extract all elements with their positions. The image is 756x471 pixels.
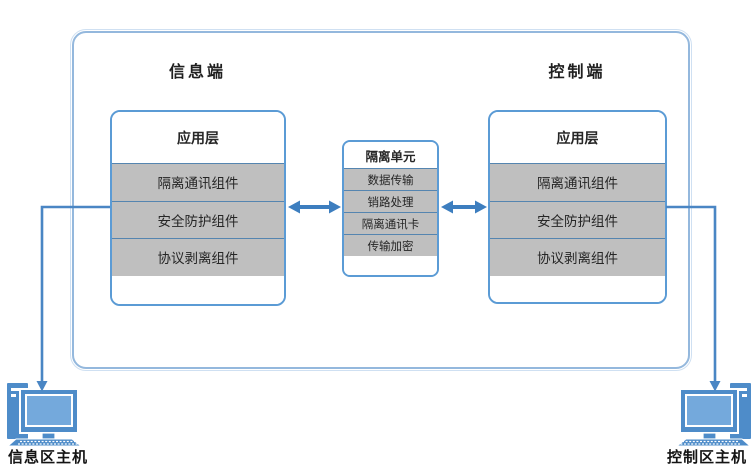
isolation-unit-box: 隔离单元 数据传输 销路处理 隔离通讯卡 传输加密 [342,140,439,277]
computer-icon [675,380,752,447]
box-filler [112,275,284,304]
component-row: 销路处理 [344,190,437,212]
box-filler [490,275,665,302]
box-filler [344,256,437,275]
information-side-app-layer-box: 应用层 隔离通讯组件 安全防护组件 协议剥离组件 [110,110,286,306]
box-header-label: 应用层 [490,112,665,163]
section-title-information-side: 信息端 [168,64,226,81]
component-row: 协议剥离组件 [112,238,284,276]
box-header-label: 隔离单元 [344,142,437,168]
component-row: 隔离通讯组件 [112,163,284,201]
component-row: 隔离通讯卡 [344,212,437,234]
component-row: 协议剥离组件 [490,238,665,276]
component-row: 安全防护组件 [490,200,665,238]
control-side-app-layer-box: 应用层 隔离通讯组件 安全防护组件 协议剥离组件 [488,110,667,304]
information-zone-host-label: 信息区主机 [7,449,88,466]
component-row: 安全防护组件 [112,200,284,238]
component-row: 隔离通讯组件 [490,163,665,201]
component-row: 数据传输 [344,168,437,190]
computer-icon [6,380,83,447]
control-zone-host-label: 控制区主机 [666,449,747,466]
component-row: 传输加密 [344,234,437,256]
box-header-label: 应用层 [112,112,284,163]
section-title-control-side: 控制端 [548,64,606,81]
